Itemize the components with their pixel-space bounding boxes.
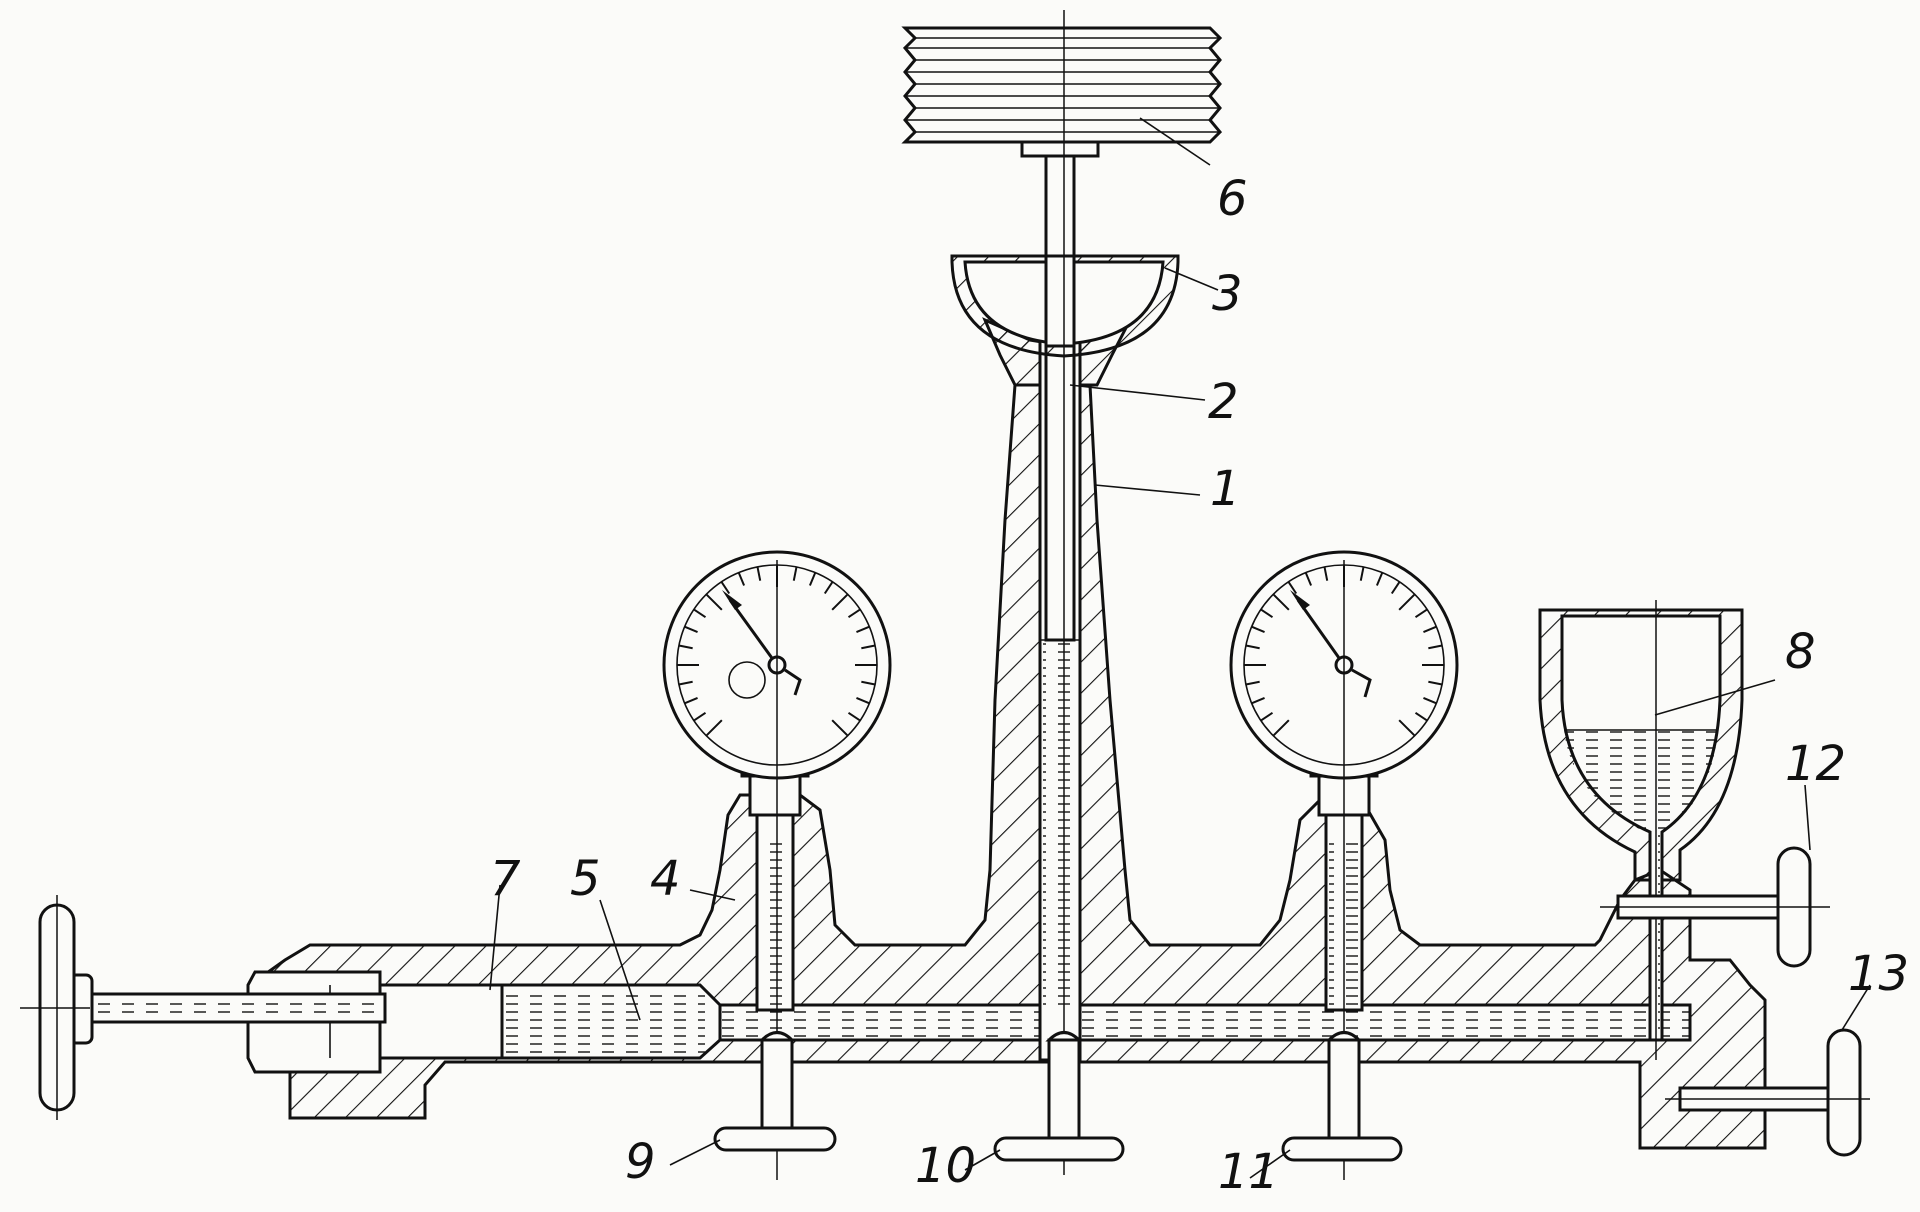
gauge-tick: [1272, 593, 1290, 611]
gauge-tick: [678, 644, 693, 650]
rod-2: [1044, 148, 1076, 642]
leader-lines: [489, 117, 1871, 1179]
label-10: 10: [915, 1138, 976, 1194]
central-tube: [1038, 148, 1082, 1062]
gauge-tick: [1323, 566, 1329, 581]
gauge-tick: [1287, 581, 1298, 595]
part-labels: 1 2 3 4 5 6 7 8 9 10 11 12 13: [490, 171, 1909, 1200]
valve-11[interactable]: [1281, 1031, 1403, 1162]
gauge-tick: [1260, 608, 1274, 619]
weights-6: [901, 10, 1223, 1175]
label-3: 3: [1212, 266, 1243, 322]
gauge-tick: [1304, 572, 1313, 586]
gauge-tick: [823, 581, 834, 595]
label-2: 2: [1208, 374, 1239, 430]
label-8: 8: [1785, 624, 1816, 680]
piston-7: [378, 983, 504, 1060]
gauge-tick: [1428, 680, 1443, 686]
label-1: 1: [1210, 461, 1241, 517]
gauge-tick: [693, 608, 707, 619]
gauge-tick: [684, 696, 698, 705]
left-gauge-hole: [728, 661, 766, 699]
gauge-tick: [1251, 625, 1265, 634]
label-4: 4: [650, 851, 681, 907]
gauge-tick: [1423, 696, 1437, 705]
gauge-tick: [861, 680, 876, 686]
gauge-tick: [861, 644, 876, 650]
gauge-tick: [678, 680, 693, 686]
gauge-tick: [1272, 719, 1290, 737]
gauge-tick: [720, 581, 731, 595]
gauge-tick: [693, 711, 707, 722]
gauge-tick: [808, 572, 817, 586]
valve-9[interactable]: [713, 1031, 837, 1152]
label-6: 6: [1217, 171, 1248, 227]
gauge-tick: [1423, 625, 1437, 634]
gauge-tick: [1245, 644, 1260, 650]
label-11: 11: [1218, 1144, 1279, 1200]
gauge-tick: [1245, 680, 1260, 686]
gauge-tick: [705, 593, 723, 611]
left-screw-handwheel[interactable]: [20, 895, 387, 1120]
gauge-tick: [1251, 696, 1265, 705]
gauge-tick: [737, 572, 746, 586]
cup-3: [950, 254, 1180, 358]
gauge-tick: [856, 625, 870, 634]
label-5: 5: [570, 851, 601, 907]
gauge-tick: [1260, 711, 1274, 722]
gauge-tick: [1375, 572, 1384, 586]
valve-13[interactable]: [1665, 1028, 1870, 1157]
gauge-tick: [856, 696, 870, 705]
label-9: 9: [625, 1134, 656, 1190]
gauge-tick: [1398, 719, 1416, 737]
gauge-tick: [847, 608, 861, 619]
gauge-tick: [1428, 644, 1443, 650]
gauge-tick: [831, 593, 849, 611]
gauge-tick: [847, 711, 861, 722]
valve-12[interactable]: [1600, 846, 1830, 968]
gauge-tick: [1398, 593, 1416, 611]
left-pressure-gauge: [662, 550, 892, 1180]
label-12: 12: [1785, 736, 1846, 792]
gauge-tick: [831, 719, 849, 737]
reservoir-8: [1538, 600, 1744, 1060]
gauge-tick: [684, 625, 698, 634]
label-13: 13: [1848, 946, 1909, 1002]
gauge-tick: [1390, 581, 1401, 595]
valve-10[interactable]: [993, 1031, 1125, 1162]
gauge-tick: [756, 566, 762, 581]
gauge-tick: [705, 719, 723, 737]
gauge-tick: [792, 566, 798, 581]
gauge-tick: [1359, 566, 1365, 581]
label-7: 7: [490, 851, 521, 907]
gauge-tick: [1414, 711, 1428, 722]
gauge-tick: [1414, 608, 1428, 619]
